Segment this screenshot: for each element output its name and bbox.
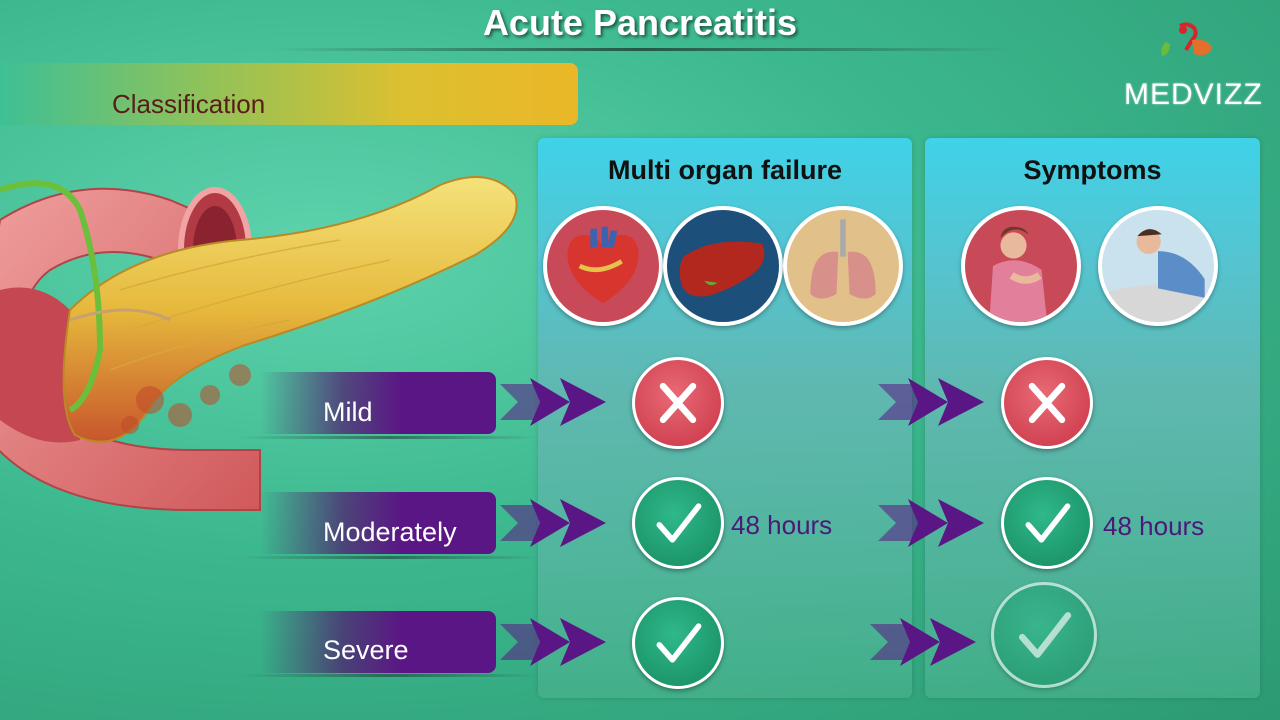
- lungs-icon: [783, 206, 903, 326]
- classification-banner: [0, 63, 578, 125]
- logo-text: MEDVIZZ: [1124, 78, 1263, 111]
- liver-icon: [663, 206, 783, 326]
- cross-icon: [632, 357, 724, 449]
- medvizz-logo-icon: [1161, 22, 1212, 56]
- row-label-severe: [260, 611, 496, 673]
- title-bar: Acute Pancreatitis: [0, 0, 1280, 51]
- check-icon: [632, 477, 724, 569]
- row-shadow: [240, 556, 540, 559]
- double-arrow-icon: [500, 618, 606, 666]
- vomiting-person-icon: [1098, 206, 1218, 326]
- double-arrow-icon: [878, 378, 984, 426]
- classification-label: Classification: [112, 89, 266, 119]
- row-shadow: [240, 674, 540, 677]
- row-text-mild: Mild: [323, 397, 373, 427]
- abdominal-pain-person-icon: [961, 206, 1081, 326]
- organ-failure-duration: 48 hours: [731, 510, 833, 540]
- heart-icon: [543, 206, 663, 326]
- cross-icon: [1001, 357, 1093, 449]
- multi-organ-failure-header: Multi organ failure: [607, 155, 842, 185]
- row-shadow: [240, 436, 540, 439]
- double-arrow-icon: [870, 618, 976, 666]
- row-label-moderately: [260, 492, 496, 554]
- symptoms-duration: 48 hours: [1103, 511, 1205, 541]
- check-icon: [991, 582, 1097, 688]
- check-icon: [1001, 477, 1093, 569]
- double-arrow-icon: [500, 378, 606, 426]
- double-arrow-icon: [878, 499, 984, 547]
- row-text-severe: Severe: [323, 635, 409, 665]
- page-title: Acute Pancreatitis: [482, 2, 798, 43]
- symptoms-header: Symptoms: [1023, 155, 1162, 185]
- title-underline: [270, 48, 1010, 51]
- double-arrow-icon: [500, 499, 606, 547]
- pancreas-illustration: [0, 176, 518, 511]
- row-label-mild: [260, 372, 496, 434]
- check-icon: [632, 597, 724, 689]
- row-text-moderately: Moderately: [323, 517, 457, 547]
